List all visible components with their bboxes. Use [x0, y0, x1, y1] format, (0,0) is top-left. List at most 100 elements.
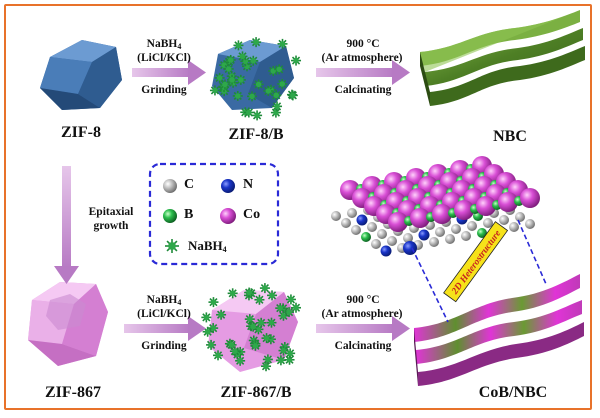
nabh4-particle	[206, 339, 217, 350]
bot2-temp: 900 °C	[346, 294, 380, 306]
nabh4-particle	[263, 85, 274, 96]
legend-nabh4-icon	[165, 239, 179, 253]
nabh4-particle	[251, 37, 262, 48]
nabh4-particle	[268, 65, 279, 76]
nabh4-particle	[285, 348, 296, 359]
label-zif8b: ZIF-8/B	[228, 126, 284, 143]
nabh4-particle	[227, 288, 238, 299]
arrow-top-2	[316, 60, 410, 85]
bot2-process: Calcinating	[334, 340, 392, 352]
nabh4-particles-top	[209, 37, 302, 121]
arrow-bottom-1	[124, 316, 206, 341]
lattice-atom	[432, 204, 452, 224]
nabh4-particle	[278, 345, 289, 356]
nabh4-particle	[252, 110, 263, 121]
nabh4-particle	[227, 74, 238, 85]
lattice-atom	[403, 241, 417, 255]
top1-process: Grinding	[141, 84, 187, 96]
legend-box	[148, 162, 280, 266]
nabh4-particle	[223, 63, 234, 74]
nabh4-particle	[165, 239, 179, 253]
label-zif867b: ZIF-867/B	[220, 384, 292, 401]
lattice-atom	[483, 218, 493, 228]
bot2-atm: (Ar atmosphere)	[321, 308, 403, 320]
nabh4-particle	[243, 107, 254, 118]
heterostructure-links	[411, 219, 547, 323]
nabh4-particle	[216, 309, 227, 320]
top1-salt: (LiCl/KCl)	[137, 52, 191, 64]
nabh4-particle	[208, 297, 219, 308]
nabh4-particle	[267, 290, 278, 301]
legend-label-nabh4: NaBH4	[188, 238, 227, 254]
legend-nitrogen-ball	[221, 179, 235, 193]
nabh4-particle	[275, 303, 286, 314]
heterostructure-banner: 2D Heterostructure	[443, 221, 509, 303]
nabh4-particle	[237, 51, 248, 62]
nabh4-particle	[235, 355, 246, 366]
nabh4-particle	[261, 361, 272, 372]
label-zif867: ZIF-867	[45, 384, 101, 401]
nabh4-particle	[259, 283, 270, 294]
top2-process: Calcinating	[334, 84, 392, 96]
bot1-process: Grinding	[141, 340, 187, 352]
heterostructure-label: 2D Heterostructure	[450, 228, 504, 297]
lattice-atom	[377, 229, 387, 239]
lattice-atom	[387, 236, 397, 246]
nabh4-particle	[250, 340, 261, 351]
nabh4-particle	[248, 321, 259, 332]
legend-cobalt-ball	[220, 208, 236, 224]
legend-boron-ball	[163, 209, 177, 223]
legend-label-b: B	[184, 207, 194, 222]
arrow-top-1	[132, 60, 206, 85]
lattice-atom	[347, 208, 357, 218]
nabh4-particle	[219, 79, 230, 90]
lattice-atom	[476, 196, 496, 216]
zif8b-crystal	[212, 40, 294, 110]
nabh4-particle	[266, 317, 277, 328]
lattice-atom	[403, 233, 413, 243]
nabh4-particle	[229, 346, 240, 357]
nbc-sheets	[420, 10, 585, 106]
top2-temp: 900 °C	[346, 38, 380, 50]
lattice-atom	[388, 212, 408, 232]
lattice-atom	[371, 239, 381, 249]
nabh4-particle	[209, 85, 220, 96]
nabh4-particle	[277, 78, 288, 89]
lattice-atom	[454, 200, 474, 220]
lattice-atom	[418, 229, 430, 241]
legend-label-c: C	[184, 177, 195, 192]
label-nbc: NBC	[493, 128, 527, 145]
epitaxial-line1: Epitaxial	[88, 206, 134, 218]
top2-atm: (Ar atmosphere)	[321, 52, 403, 64]
nabh4-particle	[244, 287, 255, 298]
nabh4-particle	[284, 307, 295, 318]
nabh4-particle	[213, 350, 224, 361]
nabh4-particle	[285, 294, 296, 305]
bot1-salt: (LiCl/KCl)	[137, 308, 191, 320]
nabh4-particle	[271, 90, 282, 101]
lattice-atom	[429, 237, 439, 247]
lattice-atom	[525, 219, 535, 229]
lattice-atom	[331, 211, 341, 221]
cob-lattice	[331, 156, 540, 257]
lattice-atom	[461, 231, 471, 241]
lattice-atom	[467, 221, 477, 231]
nabh4-particle	[214, 72, 225, 83]
nabh4-particle	[254, 294, 265, 305]
nabh4-particle	[248, 55, 259, 66]
lattice-atom	[410, 208, 430, 228]
nabh4-particle	[225, 54, 236, 65]
epitaxial-line2: growth	[93, 220, 129, 232]
lattice-atom	[498, 192, 518, 212]
nabh4-particle	[201, 312, 212, 323]
nabh4-particle	[262, 354, 273, 365]
lattice-atom	[356, 214, 368, 226]
legend-carbon-ball	[163, 179, 177, 193]
lattice-atom	[477, 228, 487, 238]
bot1-reagent: NaBH4	[146, 294, 182, 307]
lattice-atom	[451, 224, 461, 234]
nabh4-particle	[247, 91, 258, 102]
nabh4-particle	[275, 355, 286, 366]
